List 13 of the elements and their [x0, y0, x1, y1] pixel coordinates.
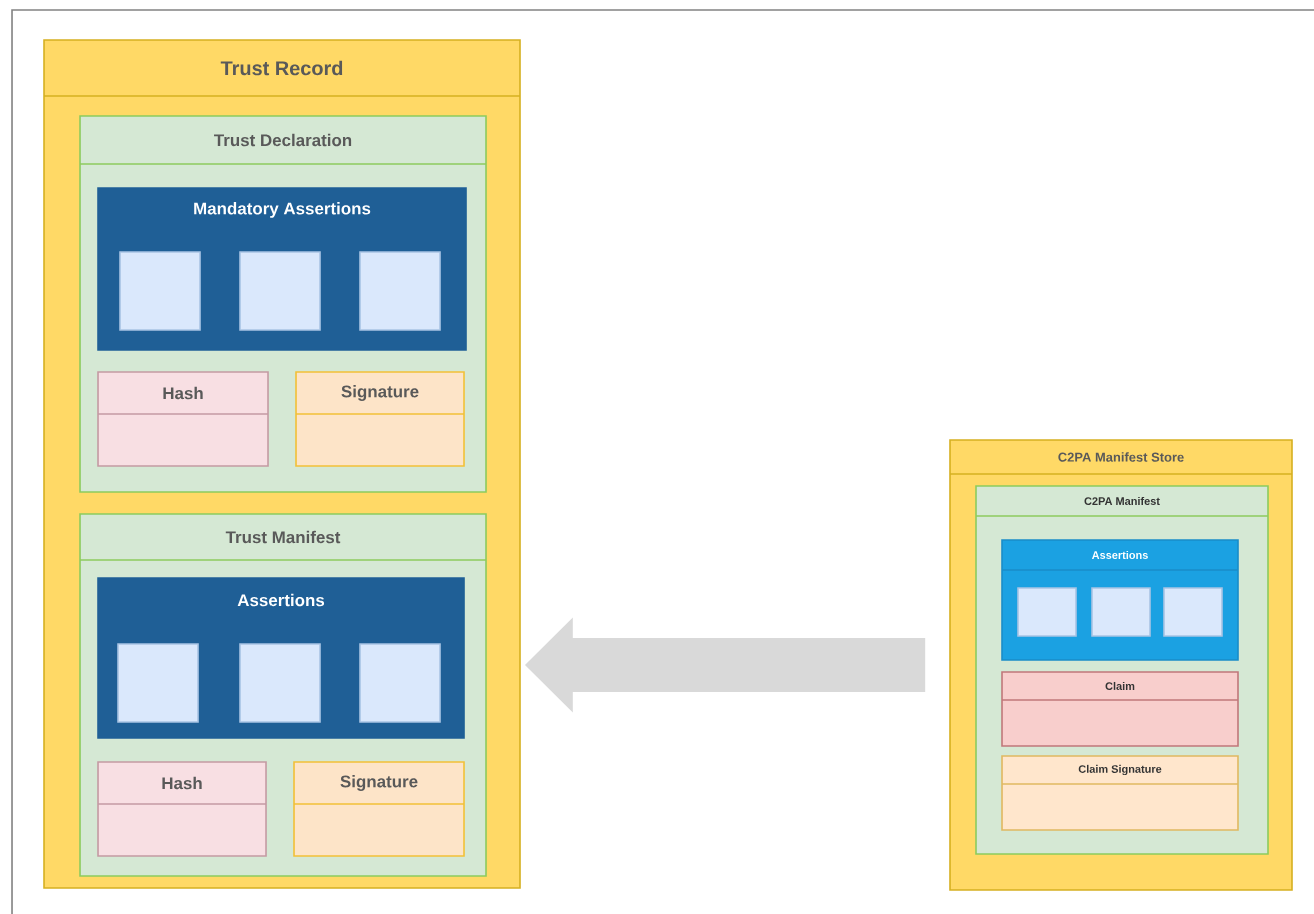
- assertion-square: [119, 251, 201, 331]
- assertion-square: [239, 643, 321, 723]
- assertion-square: [359, 643, 441, 723]
- hash-box: Hash: [97, 761, 267, 857]
- signature-box: Signature: [295, 371, 465, 467]
- assertion-square: [239, 251, 321, 331]
- assertion-square: [1017, 587, 1077, 637]
- assertion-square: [359, 251, 441, 331]
- assertion-square: [117, 643, 199, 723]
- assertion-square: [1163, 587, 1223, 637]
- hash-box: Hash: [97, 371, 269, 467]
- signature-box: Signature: [293, 761, 465, 857]
- assertion-square: [1091, 587, 1151, 637]
